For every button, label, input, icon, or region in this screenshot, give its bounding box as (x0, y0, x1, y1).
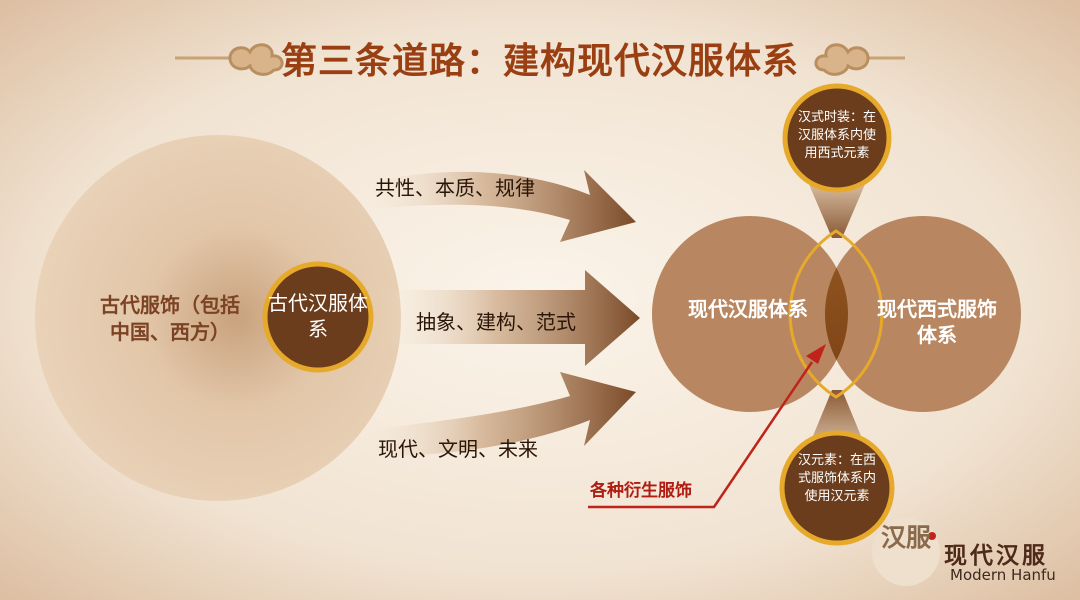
han-elements-note: 汉元素：在西式服饰体系内使用汉元素 (797, 453, 876, 504)
derivative-clothing-label: 各种衍生服饰 (590, 481, 692, 501)
derivative-pointer-arrowhead (806, 344, 826, 364)
arrow-top-label: 共性、本质、规律 (375, 176, 535, 200)
left-cloud-ornament (175, 43, 284, 76)
logo-name-en: Modern Hanfu (950, 566, 1056, 584)
logo-red-dot (928, 532, 936, 540)
arrow-middle (380, 270, 640, 366)
ancient-clothing-circle (35, 135, 401, 501)
modern-hanfu-label: 现代汉服体系 (688, 297, 808, 321)
intersection-outline (788, 229, 884, 399)
modern-western-circle (825, 216, 1021, 412)
modern-hanfu-circle (652, 216, 848, 412)
ancient-clothing-label: 古代服饰（包括中国、西方） (100, 293, 240, 344)
derivative-pointer-line (588, 361, 814, 509)
modern-western-label: 现代西式服饰体系 (877, 297, 997, 347)
arrow-bottom (360, 372, 636, 457)
ancient-hanfu-circle (262, 261, 374, 373)
page-title: 第三条道路：建构现代汉服体系 (280, 41, 799, 82)
logo-seal-text: 汉服 (880, 523, 931, 552)
arrow-top (360, 170, 636, 242)
arrow-bottom-label: 现代、文明、未来 (378, 437, 538, 461)
han-elements-circle (779, 430, 895, 546)
hanstyle-fashion-circle (782, 83, 892, 193)
logo-name: 现代汉服 (944, 543, 1048, 569)
right-cloud-ornament (814, 43, 905, 76)
hanstyle-fashion-note: 汉式时装：在汉服体系内使用西式元素 (797, 110, 876, 161)
arrow-middle-label: 抽象、建构、范式 (416, 310, 576, 334)
logo-seal (872, 518, 940, 586)
top-funnel (808, 182, 866, 238)
ancient-hanfu-label: 古代汉服体系 (268, 291, 368, 341)
